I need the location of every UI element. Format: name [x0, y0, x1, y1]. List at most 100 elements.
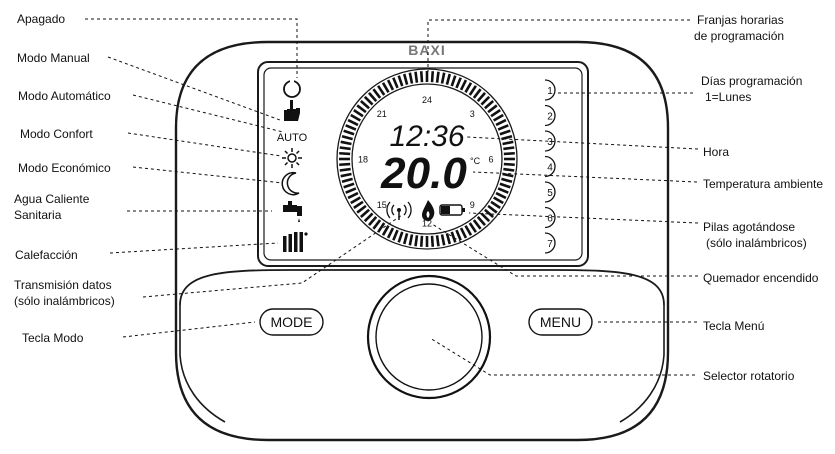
leader-line: [472, 171, 698, 183]
day-indicator: 4: [544, 155, 556, 178]
dial-hour-label: 18: [358, 155, 368, 165]
time-slot-tick: [455, 77, 462, 89]
day-number: 5: [547, 188, 553, 199]
time-slot-tick: [339, 162, 351, 167]
time-slot-tick: [445, 233, 452, 245]
flame-icon: [422, 200, 435, 221]
label-de-programacion: de programación: [694, 29, 785, 43]
time-slot-tick: [408, 72, 414, 84]
label-modo-confort: Modo Confort: [20, 127, 93, 141]
time-slot-tick: [430, 235, 435, 247]
time-slot-tick: [359, 208, 370, 218]
time-slot-tick: [340, 140, 352, 146]
time-slot-tick: [503, 167, 515, 172]
temp-unit: °C: [470, 156, 481, 166]
time-slot-tick: [472, 88, 482, 99]
brand-logo: BAXI: [408, 42, 445, 58]
time-slot-tick: [450, 231, 457, 243]
time-slot-tick: [356, 204, 367, 214]
day-number: 2: [547, 112, 553, 123]
time-slot-tick: [493, 196, 504, 205]
rotary-selector[interactable]: [366, 274, 492, 400]
time-slot-tick: [397, 231, 404, 243]
time-slot-tick: [392, 229, 399, 241]
day-indicator: 3: [544, 130, 556, 152]
time-slot-tick: [495, 191, 507, 200]
dial-hour-label: 15: [377, 200, 387, 210]
time-slot-tick: [347, 118, 359, 127]
label-dias-programacion: Días programación: [701, 74, 803, 88]
time-slot-tick: [392, 77, 399, 89]
day-number: 7: [547, 239, 553, 250]
leader-line: [122, 321, 256, 338]
time-slot-tick: [408, 234, 414, 246]
label-sanitaria: Sanitaria: [14, 208, 62, 222]
dial-hour-label: 6: [488, 155, 493, 165]
day-indicators: 1 2 3 4 5 6 7: [544, 79, 556, 254]
time-slot-tick: [353, 109, 364, 118]
leader-line: [431, 223, 698, 277]
moon-icon: [281, 171, 300, 196]
menu-button[interactable]: MENU: [528, 308, 593, 336]
day-indicator: 7: [544, 232, 556, 254]
leader-line: [466, 136, 699, 150]
day-number: 3: [547, 137, 553, 148]
time-slot-tick: [487, 104, 498, 114]
leader-line: [107, 56, 281, 121]
sun-icon: [282, 148, 302, 168]
time-slot-tick: [487, 204, 498, 214]
time-slot-tick: [497, 124, 509, 131]
label-calefaccion: Calefacción: [15, 248, 78, 262]
leader-line: [429, 337, 695, 376]
time-slot-tick: [402, 73, 409, 85]
mode-button[interactable]: MODE: [259, 308, 324, 336]
time-slot-tick: [368, 91, 378, 102]
time-slot-tick: [372, 88, 382, 99]
label-modo-automatico: Modo Automático: [18, 89, 111, 103]
time-slot-tick: [363, 212, 374, 223]
time-slot-tick: [345, 124, 357, 131]
time-slot-tick: [501, 177, 513, 184]
time-slot-tick: [502, 172, 514, 178]
time-slot-tick: [495, 118, 507, 127]
leader-line: [85, 18, 298, 78]
time-slot-tick: [430, 71, 435, 83]
time-slot-tick: [476, 216, 486, 227]
time-slot-tick: [419, 71, 424, 83]
time-slot-tick: [341, 134, 353, 141]
day-indicator: 6: [544, 206, 556, 229]
time-slot-tick: [490, 200, 501, 209]
time-slot-tick: [501, 134, 513, 141]
time-slot-tick: [347, 191, 359, 200]
time-slot-tick: [353, 200, 364, 209]
time-slot-tick: [480, 95, 491, 106]
time-slot-tick: [464, 82, 473, 93]
time-slot-tick: [397, 75, 404, 87]
time-slot-tick: [356, 104, 367, 114]
time-slot-tick: [386, 79, 395, 91]
leader-line: [132, 166, 284, 184]
time-slot-tick: [440, 234, 446, 246]
label-temperatura-ambiente: Temperatura ambiente: [703, 177, 824, 191]
label-modo-economico: Modo Económico: [18, 161, 111, 175]
tap-icon: [283, 201, 302, 222]
time-slot-tick: [445, 73, 452, 85]
time-slot-tick: [464, 225, 473, 236]
label-pilas-agotandose: Pilas agotándose: [703, 220, 796, 234]
transmission-icon: [386, 201, 412, 220]
time-slot-tick: [503, 162, 515, 167]
time-slot-tick: [341, 177, 353, 184]
time-slot-tick: [472, 219, 482, 230]
label-quemador-encendido: Quemador encendido: [703, 271, 819, 285]
time-slot-tick: [368, 216, 378, 227]
time-slot-tick: [499, 182, 511, 189]
time-slot-tick: [468, 222, 477, 233]
day-number: 1: [547, 86, 553, 97]
time-slot-tick: [440, 72, 446, 84]
label-transmision-datos: Transmisión datos: [14, 278, 112, 292]
time-slot-tick: [493, 113, 504, 122]
time-slot-tick: [414, 71, 419, 83]
time-slot-tick: [455, 229, 462, 241]
label-transmision-sub: (sólo inalámbricos): [14, 294, 115, 308]
